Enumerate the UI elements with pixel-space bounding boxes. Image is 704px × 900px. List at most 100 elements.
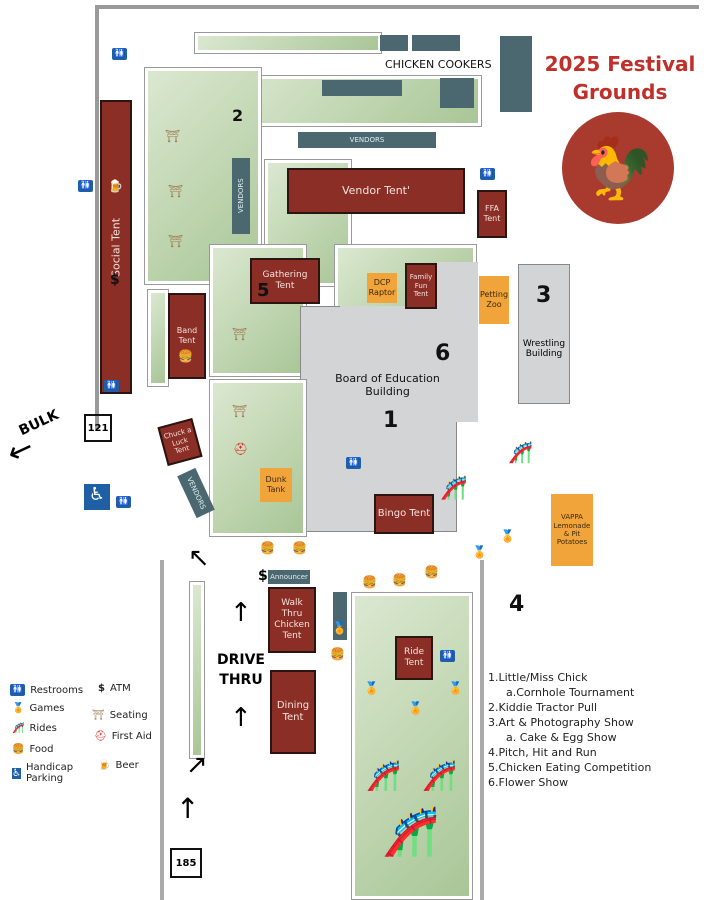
seating-icon: ⛩ (168, 234, 184, 248)
restroom-icon: 🚻 (10, 684, 26, 696)
rides-icon: 🎢 (440, 476, 468, 501)
legend-label: Seating (109, 710, 148, 721)
legend-beer: 🍺 Beer (98, 760, 139, 771)
dcp-raptor: DCP Raptor (367, 273, 397, 303)
arrow-northwest-icon: ↖ (188, 543, 210, 573)
legend-rides: 🎢Rides (12, 723, 57, 734)
route-121-shield: 121 (84, 414, 112, 442)
atm-icon: $ (110, 272, 120, 288)
restroom-icon: 🚻 (78, 180, 94, 192)
games-icon: 🏅 (12, 703, 25, 714)
ride-tent: Ride Tent (395, 636, 433, 680)
legend-food: 🍔Food (12, 744, 53, 755)
arrow-northeast-icon: ↗ (186, 750, 208, 780)
food-icon: 🍔 (392, 573, 407, 587)
rides-icon: 🎢 (422, 759, 457, 792)
board-of-education-building-wing (340, 306, 478, 422)
road (480, 560, 484, 900)
legend-label: Beer (115, 760, 139, 771)
event-list: 1.Little/Miss Chick a.Cornhole Tournamen… (488, 670, 651, 790)
rides-icon: 🎢 (382, 804, 440, 858)
cooker (440, 78, 474, 108)
event-item: 4.Pitch, Hit and Run (488, 746, 597, 759)
cooker (412, 35, 460, 51)
restroom-icon: 🚻 (480, 168, 496, 180)
vendors-left: VENDORS (232, 158, 250, 234)
atm-icon: $ (98, 683, 105, 694)
legend-label: Food (29, 744, 54, 755)
title-line: Grounds (572, 80, 668, 104)
event-item: 6.Flower Show (488, 776, 569, 789)
food-icon: 🍔 (292, 541, 307, 555)
games-icon: 🏅 (472, 545, 487, 559)
bingo-tent: Bingo Tent (374, 494, 434, 534)
dining-tent: Dining Tent (270, 670, 316, 754)
band-tent: Band Tent (168, 293, 206, 379)
legend-label: Restrooms (30, 684, 84, 696)
handicap-parking-icon: ♿ (84, 484, 110, 510)
arrow-up-icon: ↑ (176, 792, 200, 825)
event-item: 3.Art & Photography Show (488, 716, 634, 729)
legend-handicap: ♿ Handicap Parking (12, 762, 82, 784)
board-of-education-label: Board of Education Building (335, 372, 440, 398)
social-tent: Social Tent (100, 100, 132, 394)
seating-icon: ⛩ (232, 327, 248, 341)
route-185-shield: 185 (170, 848, 202, 878)
event-number-6: 6 (435, 341, 451, 366)
legend-label: Handicap Parking (25, 762, 74, 784)
games-icon: 🏅 (408, 701, 423, 715)
road (160, 560, 164, 900)
rooster-logo-icon: 🐓 (562, 112, 674, 224)
cooker (380, 35, 408, 51)
cooker (322, 80, 402, 96)
drive-thru-label: DRIVE THRU (216, 652, 265, 688)
handicap-icon: ♿ (12, 767, 21, 779)
food-icon: 🍔 (330, 647, 345, 661)
legend-label: First Aid (111, 731, 152, 742)
arrow-up-icon: ↑ (230, 598, 252, 628)
event-number-3: 3 (536, 283, 552, 308)
games-icon: 🏅 (448, 681, 463, 695)
dunk-tank: Dunk Tank (260, 468, 292, 502)
road (95, 5, 699, 9)
event-item: 5.Chicken Eating Competition (488, 761, 652, 774)
vendor-tent: Vendor Tent' (287, 168, 465, 214)
seating-icon: ⛩ (92, 710, 105, 721)
restroom-icon: 🚻 (104, 380, 120, 392)
wrestling-building: Wrestling Building (518, 264, 570, 404)
games-icon: 🏅 (500, 529, 515, 543)
map-title: 2025 Festival Grounds (540, 50, 700, 106)
atm-icon: $ (258, 568, 268, 584)
event-item: a. Cake & Egg Show (506, 731, 617, 744)
green-area (148, 290, 168, 386)
announcer-booth: Announcer (268, 570, 310, 584)
vendor-booth (333, 592, 347, 640)
beer-icon: 🍺 (98, 760, 111, 771)
event-number-4: 4 (509, 592, 525, 617)
food-icon: 🍔 (178, 349, 193, 363)
restroom-icon: 🚻 (112, 48, 128, 60)
family-fun-tent: Family Fun Tent (405, 263, 437, 309)
event-item: a.Cornhole Tournament (506, 686, 635, 699)
green-area (195, 33, 381, 53)
seating-icon: ⛩ (165, 129, 181, 143)
chuck-a-luck-tent: Chuck a Luck Tent (157, 418, 203, 466)
event-number-1: 1 (383, 408, 399, 433)
road (95, 5, 99, 429)
food-icon: 🍔 (260, 541, 275, 555)
legend-atm: $ATM (98, 683, 131, 694)
first-aid-icon: ⛑ (94, 731, 107, 742)
rides-icon: 🎢 (366, 759, 401, 792)
petting-zoo: Petting Zoo (479, 276, 509, 324)
beer-icon: 🍺 (108, 179, 123, 193)
green-area (190, 582, 204, 758)
event-item: 2.Kiddie Tractor Pull (488, 701, 598, 714)
board-of-education-building-corner (436, 262, 478, 322)
chicken-cookers-label: CHICKEN COOKERS (385, 58, 492, 71)
cooker-stack (500, 36, 532, 112)
games-icon: 🏅 (332, 621, 347, 635)
food-icon: 🍔 (424, 565, 439, 579)
games-icon: 🏅 (364, 681, 379, 695)
seating-icon: ⛩ (168, 184, 184, 198)
